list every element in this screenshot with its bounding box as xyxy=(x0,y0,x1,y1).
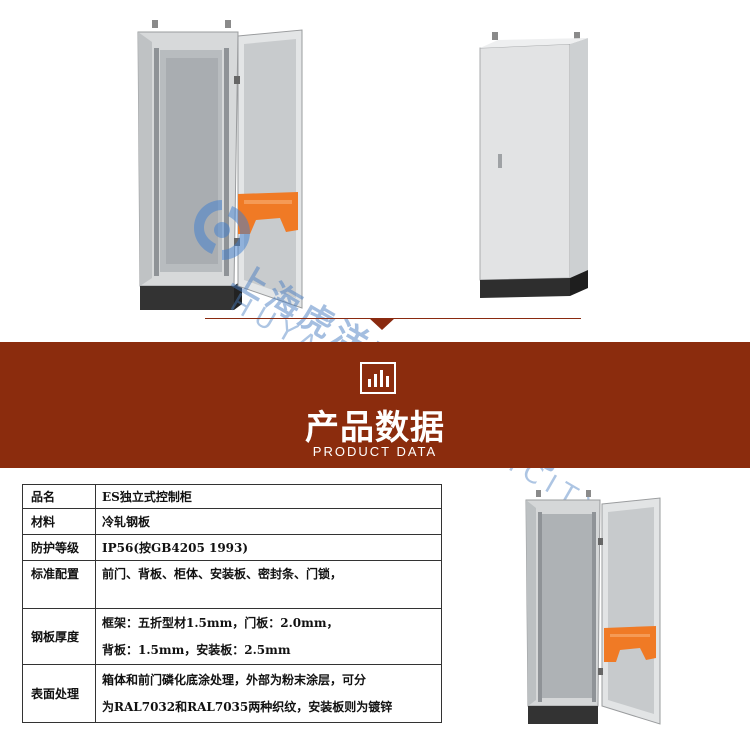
spec-key: 钢板厚度 xyxy=(22,608,96,665)
specs-row: 钢板厚度 框架：五折型材1.5mm，门板：2.0mm， 背板：1.5mm，安装板… xyxy=(22,608,442,665)
spec-value: 冷轧钢板 xyxy=(95,508,442,535)
specs-row: 材料 冷轧钢板 xyxy=(22,508,442,535)
spec-value: IP56(按GB4205 1993) xyxy=(95,534,442,561)
specs-row: 防护等级 IP56(按GB4205 1993) xyxy=(22,534,442,561)
banner-title: 产品数据 xyxy=(305,408,445,448)
specs-row: 标准配置 前门、背板、柜体、安装板、密封条、门锁， xyxy=(22,560,442,609)
specs-row: 表面处理 箱体和前门磷化底涂处理，外部为粉末涂层，可分 为RAL7032和RAL… xyxy=(22,664,442,723)
spec-value-line: 为RAL7032和RAL7035两种织纹，安装板则为镀锌 xyxy=(102,699,393,714)
banner-subtitle: PRODUCT DATA xyxy=(312,444,438,459)
specs-row: 品名 ES独立式控制柜 xyxy=(22,484,442,509)
spec-key: 防护等级 xyxy=(22,534,96,561)
bar-chart-icon xyxy=(360,362,396,394)
specs-table: 品名 ES独立式控制柜 材料 冷轧钢板 防护等级 IP56(按GB4205 19… xyxy=(22,484,442,723)
spec-value: ES独立式控制柜 xyxy=(95,484,442,509)
spec-value: 箱体和前门磷化底涂处理，外部为粉末涂层，可分 为RAL7032和RAL7035两… xyxy=(95,664,442,723)
spec-key: 表面处理 xyxy=(22,664,96,723)
spec-value-line: 框架：五折型材1.5mm，门板：2.0mm， xyxy=(102,615,339,630)
company-logo-watermark xyxy=(194,200,250,260)
cabinet-open-small-image xyxy=(525,490,661,725)
cabinet-closed-image xyxy=(479,32,588,298)
spec-value: 框架：五折型材1.5mm，门板：2.0mm， 背板：1.5mm，安装板：2.5m… xyxy=(95,608,442,665)
spec-value-line: 箱体和前门磷化底涂处理，外部为粉末涂层，可分 xyxy=(102,672,367,687)
spec-key: 标准配置 xyxy=(22,560,96,609)
divider-arrow-icon xyxy=(369,318,395,330)
spec-value-line: 背板：1.5mm，安装板：2.5mm xyxy=(102,642,291,657)
spec-key: 材料 xyxy=(22,508,96,535)
cabinet-open-image xyxy=(137,20,303,310)
spec-value: 前门、背板、柜体、安装板、密封条、门锁， xyxy=(95,560,442,609)
spec-key: 品名 xyxy=(22,484,96,509)
